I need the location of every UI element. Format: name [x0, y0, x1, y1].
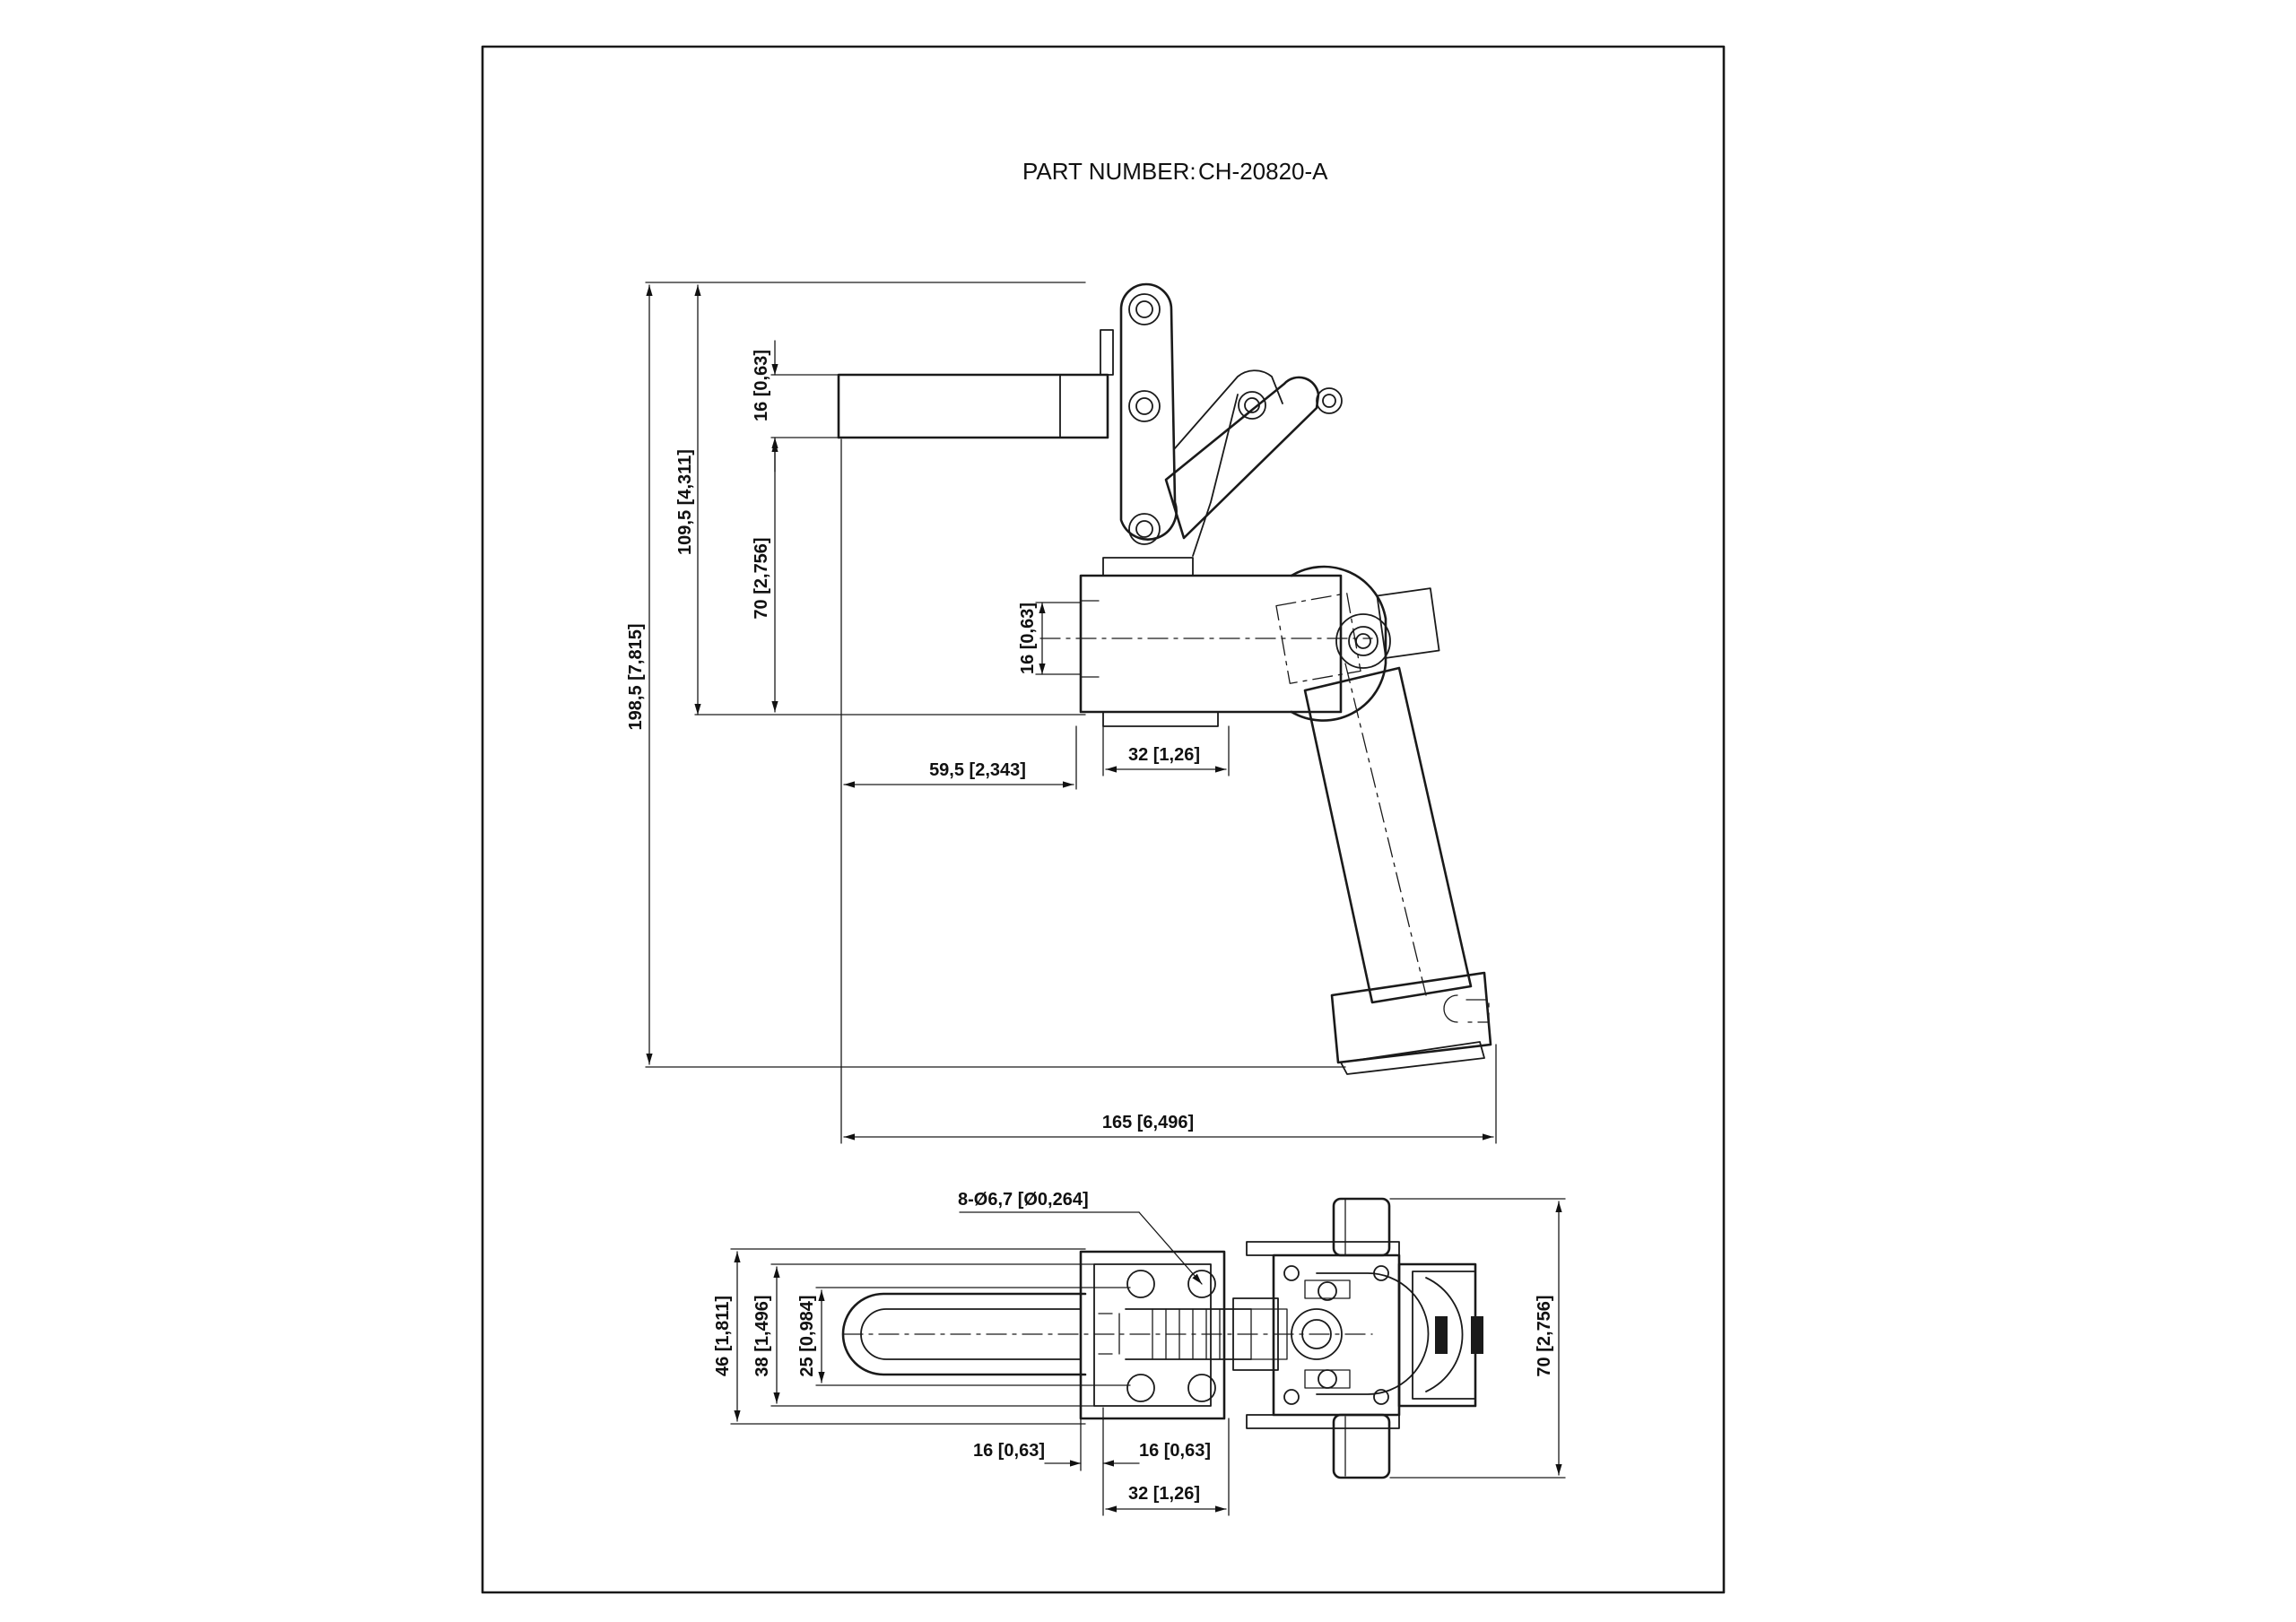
dim-bore-16-label: 16 [0,63] — [1018, 603, 1038, 674]
dim-left-16-label: 16 [0,63] — [973, 1441, 1045, 1461]
top-view: 8-Ø6,7 [Ø0,264] 46 [1,811] 38 [1,496] 25… — [713, 1190, 1566, 1516]
main-lever — [1119, 282, 1178, 545]
dim-height-109-label: 109,5 [4,311] — [675, 449, 695, 555]
dim-width-38: 38 [1,496] — [752, 1263, 1095, 1407]
dim-holes-label: 8-Ø6,7 [Ø0,264] — [958, 1190, 1089, 1210]
dim-top-height-70-label: 70 [2,756] — [1535, 1295, 1554, 1376]
dim-height-70-label: 70 [2,756] — [752, 537, 771, 619]
top-handle-loop — [841, 1292, 1373, 1376]
dim-width-46: 46 [1,811] — [713, 1248, 1086, 1425]
top-base-plate — [1079, 1250, 1288, 1420]
dim-width-38-label: 38 [1,496] — [752, 1295, 772, 1376]
cylinder — [1303, 663, 1492, 1075]
part-number: CH-20820-A — [1198, 158, 1328, 185]
top-cylinder-body — [1246, 1241, 1430, 1429]
dim-handle-16-label: 16 [0,63] — [752, 350, 771, 421]
dim-height-109: 109,5 [4,311] — [675, 284, 1086, 716]
dim-base-32: 32 [1,26] — [1102, 725, 1230, 776]
dim-offset-59-label: 59,5 [2,343] — [929, 760, 1026, 780]
dim-total-width-label: 165 [6,496] — [1102, 1113, 1194, 1132]
dim-mid-16-label: 16 [0,63] — [1139, 1441, 1211, 1461]
side-view: 198,5 [7,815] 109,5 [4,311] 16 [0,63] 70… — [626, 282, 1497, 1144]
dim-width-25: 25 [0,984] — [797, 1287, 1131, 1386]
dim-total-height-label: 198,5 [7,815] — [626, 624, 646, 731]
dim-total-height: 198,5 [7,815] — [626, 282, 1346, 1068]
dim-holes: 8-Ø6,7 [Ø0,264] — [958, 1190, 1203, 1285]
dim-handle-16: 16 [0,63] — [752, 340, 839, 473]
top-pivot-pins — [1332, 1197, 1391, 1479]
top-end-cap — [1397, 1262, 1483, 1408]
dim-top-height-70: 70 [2,756] — [1389, 1198, 1566, 1479]
dim-width-46-label: 46 [1,811] — [713, 1296, 733, 1376]
linkage-arm — [1164, 369, 1343, 557]
dim-height-70: 70 [2,756] — [752, 440, 778, 713]
base-block — [1039, 557, 1391, 727]
dim-total-width: 165 [6,496] — [843, 1044, 1497, 1144]
dim-top-base-32-label: 32 [1,26] — [1128, 1484, 1200, 1504]
dim-offset-59: 59,5 [2,343] — [840, 438, 1077, 1144]
drawing-frame — [481, 45, 1726, 1594]
dim-mid-16: 16 [0,63] — [1102, 1441, 1211, 1467]
handle-bar — [837, 329, 1114, 439]
title-label: PART NUMBER: — [1022, 158, 1196, 185]
pivot-bracket — [1376, 587, 1440, 659]
dim-top-base-32: 32 [1,26] — [1105, 1418, 1230, 1516]
dim-base-32-label: 32 [1,26] — [1128, 745, 1200, 765]
dim-bore-16: 16 [0,63] — [1018, 602, 1082, 675]
dim-width-25-label: 25 [0,984] — [797, 1295, 817, 1376]
